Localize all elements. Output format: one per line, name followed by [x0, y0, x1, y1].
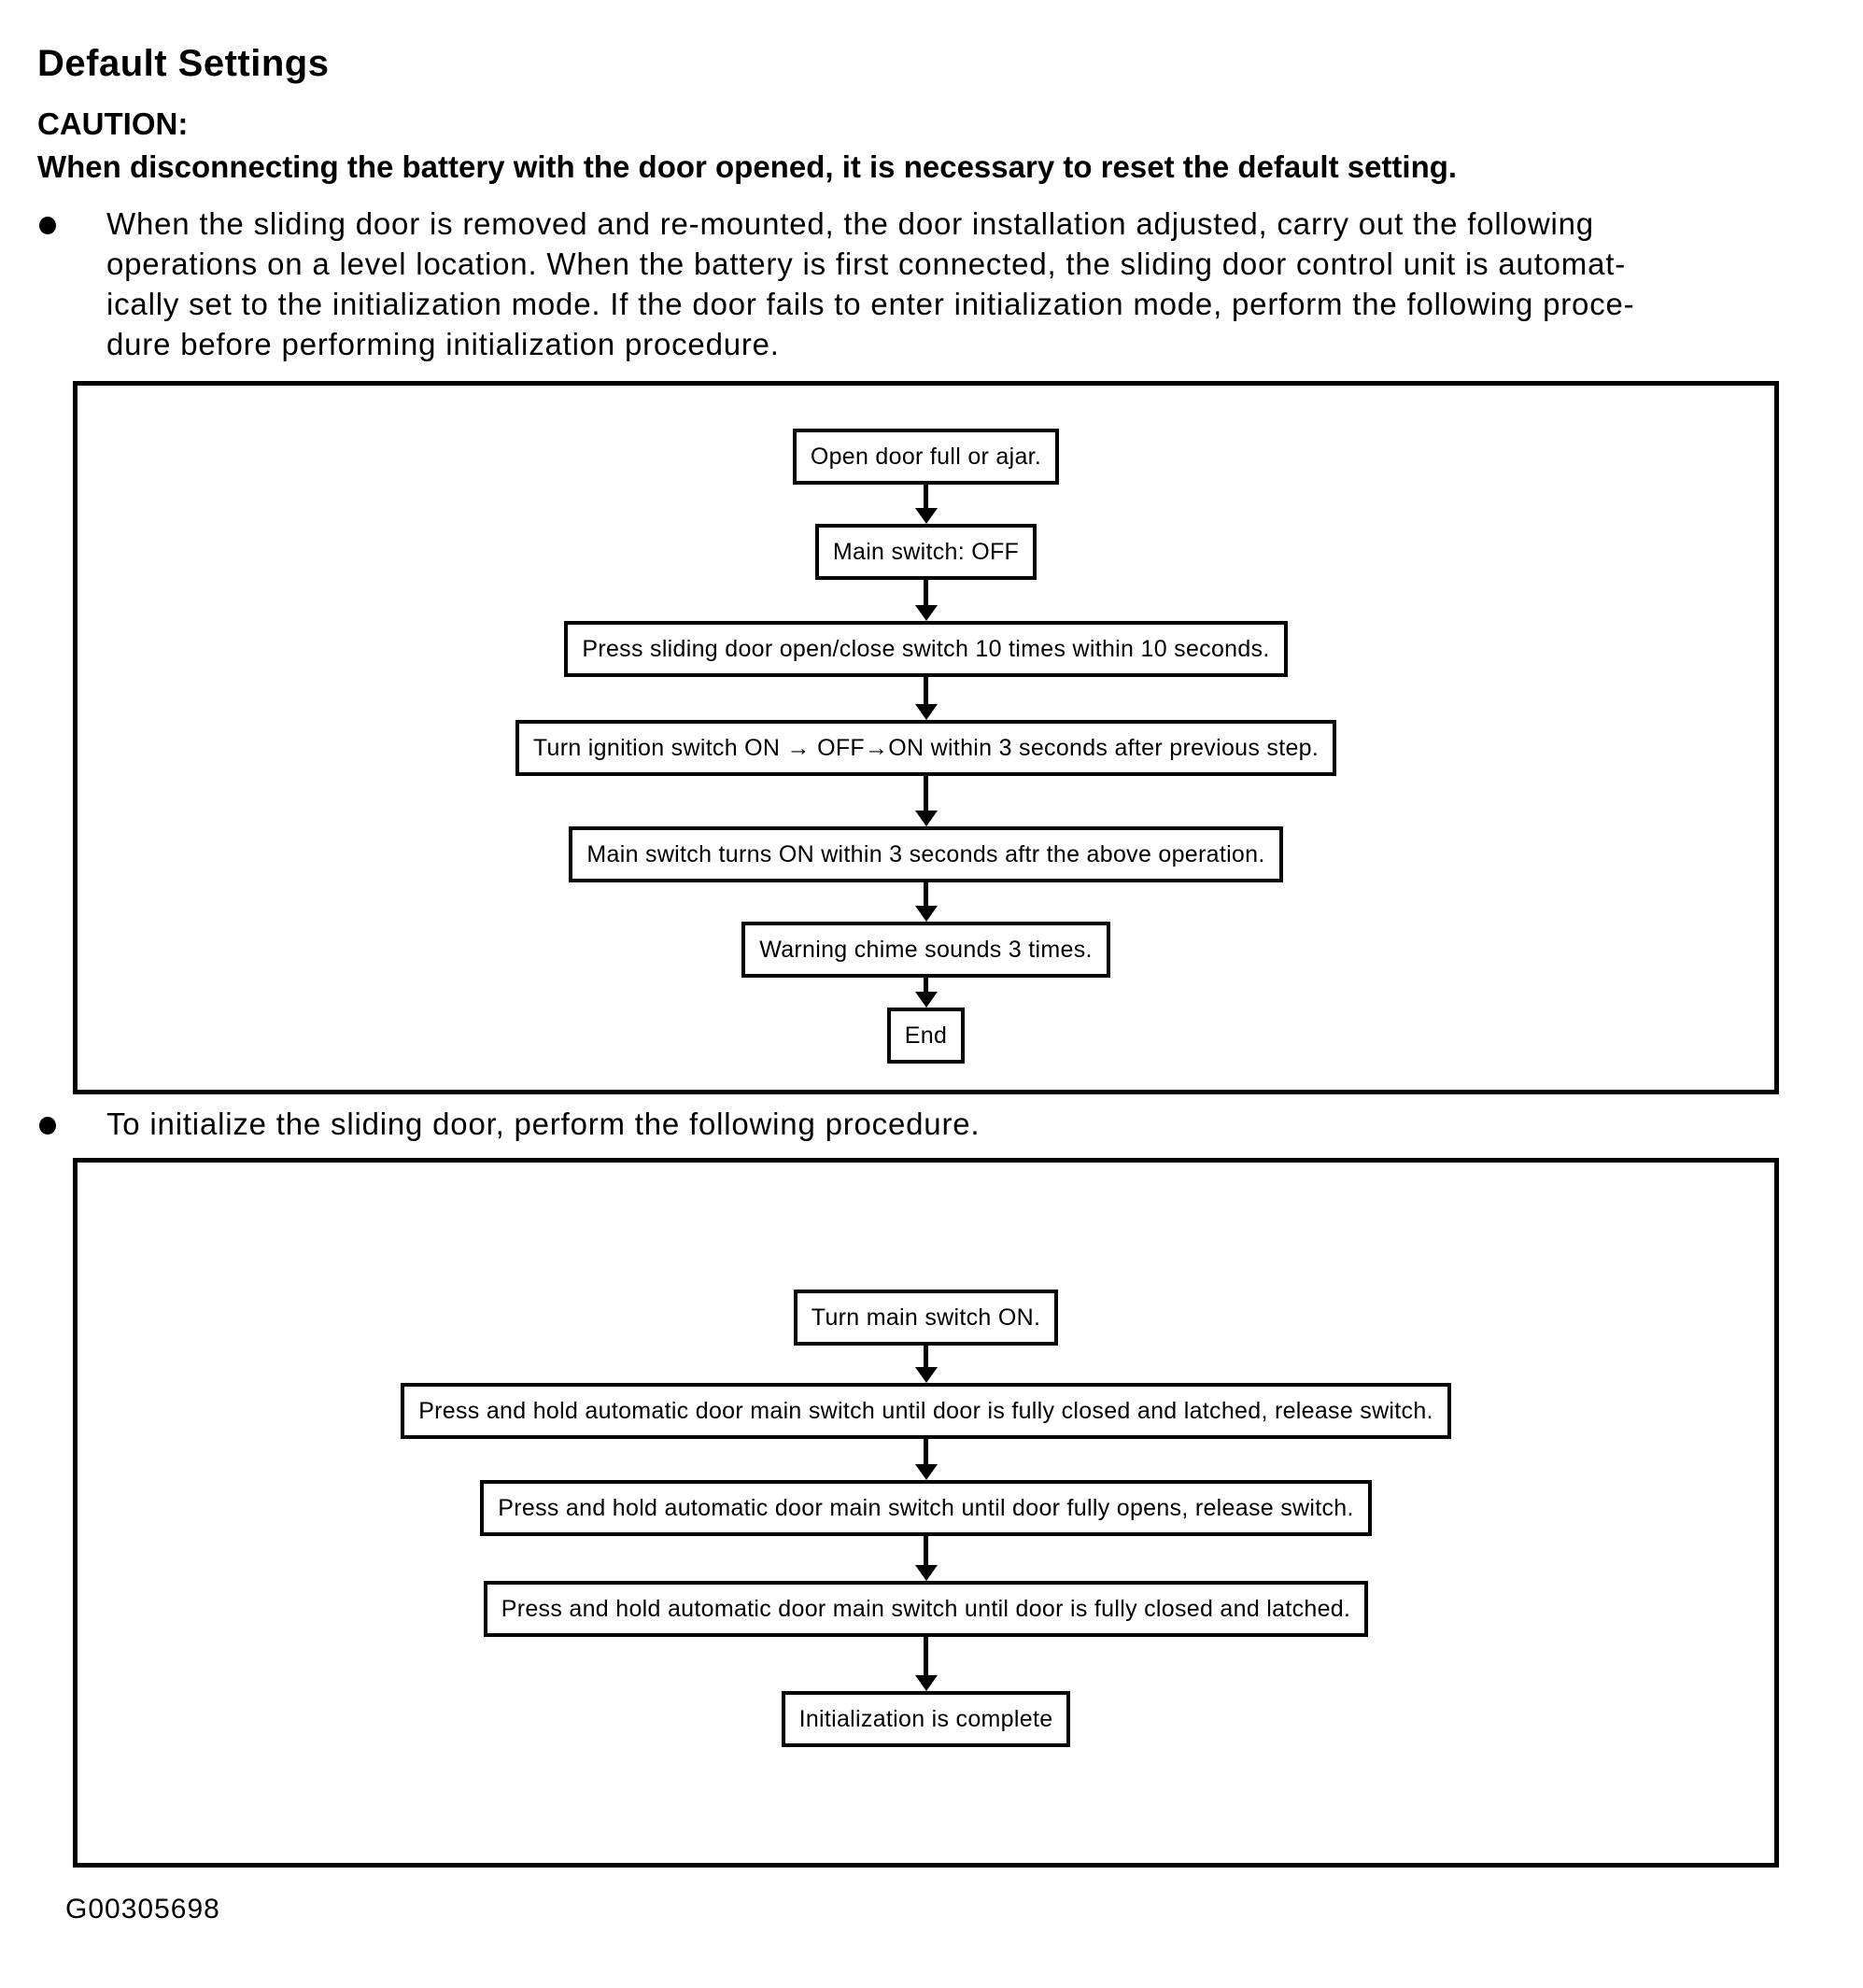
arrow-down-icon — [914, 776, 938, 826]
bullet-item: To initialize the sliding door, perform … — [37, 1104, 980, 1144]
flow-step-box: Main switch: OFF — [814, 524, 1037, 580]
caution-text: When disconnecting the battery with the … — [37, 149, 1458, 184]
bullet-paragraph: To initialize the sliding door, perform … — [106, 1104, 980, 1144]
arrow-down-icon — [914, 580, 938, 621]
arrow-down-icon — [914, 677, 938, 720]
flowchart-frame-initialization: Turn main switch ON. Press and hold auto… — [73, 1158, 1779, 1868]
flowchart-frame-default-reset: Open door full or ajar. Main switch: OFF… — [73, 381, 1779, 1094]
figure-id: G00305698 — [65, 1894, 220, 1925]
paragraph-line: When the sliding door is removed and re-… — [106, 206, 1594, 241]
arrow-down-icon — [914, 485, 938, 524]
flow-step-box: Warning chime sounds 3 times. — [741, 922, 1110, 978]
flow-step-box: Open door full or ajar. — [792, 429, 1060, 485]
paragraph-line: ically set to the initialization mode. I… — [106, 287, 1635, 321]
flow-step-box: Press and hold automatic door main switc… — [483, 1581, 1369, 1637]
flow-step-box: Initialization is complete — [781, 1691, 1071, 1747]
paragraph-line: To initialize the sliding door, perform … — [106, 1107, 981, 1141]
flow-step-box: Press sliding door open/close switch 10 … — [564, 621, 1288, 677]
bullet-dot-icon — [39, 1117, 56, 1135]
flowchart-default-reset: Open door full or ajar. Main switch: OFF… — [78, 386, 1774, 1064]
arrow-down-icon — [914, 978, 938, 1008]
arrow-down-icon — [914, 1637, 938, 1691]
arrow-down-icon — [914, 1536, 938, 1581]
bullet-paragraph: When the sliding door is removed and re-… — [106, 204, 1634, 364]
flow-step-box: Press and hold automatic door main switc… — [401, 1383, 1451, 1439]
arrow-down-icon — [914, 882, 938, 922]
page-title: Default Settings — [37, 43, 330, 84]
caution-label: CAUTION: — [37, 106, 189, 141]
flow-step-box: Main switch turns ON within 3 seconds af… — [569, 826, 1283, 882]
flowchart-initialization: Turn main switch ON. Press and hold auto… — [78, 1163, 1774, 1747]
arrow-down-icon — [914, 1439, 938, 1480]
paragraph-line: operations on a level location. When the… — [106, 247, 1627, 281]
bullet-dot-icon — [39, 217, 56, 234]
flow-step-box: End — [886, 1008, 966, 1064]
flow-step-box: Press and hold automatic door main switc… — [480, 1480, 1372, 1536]
paragraph-line: dure before performing initialization pr… — [106, 327, 780, 361]
flow-step-box: Turn ignition switch ON → OFF→ON within … — [515, 720, 1337, 776]
flow-step-box: Turn main switch ON. — [793, 1290, 1059, 1346]
arrow-down-icon — [914, 1346, 938, 1383]
bullet-item: When the sliding door is removed and re-… — [37, 204, 1634, 364]
